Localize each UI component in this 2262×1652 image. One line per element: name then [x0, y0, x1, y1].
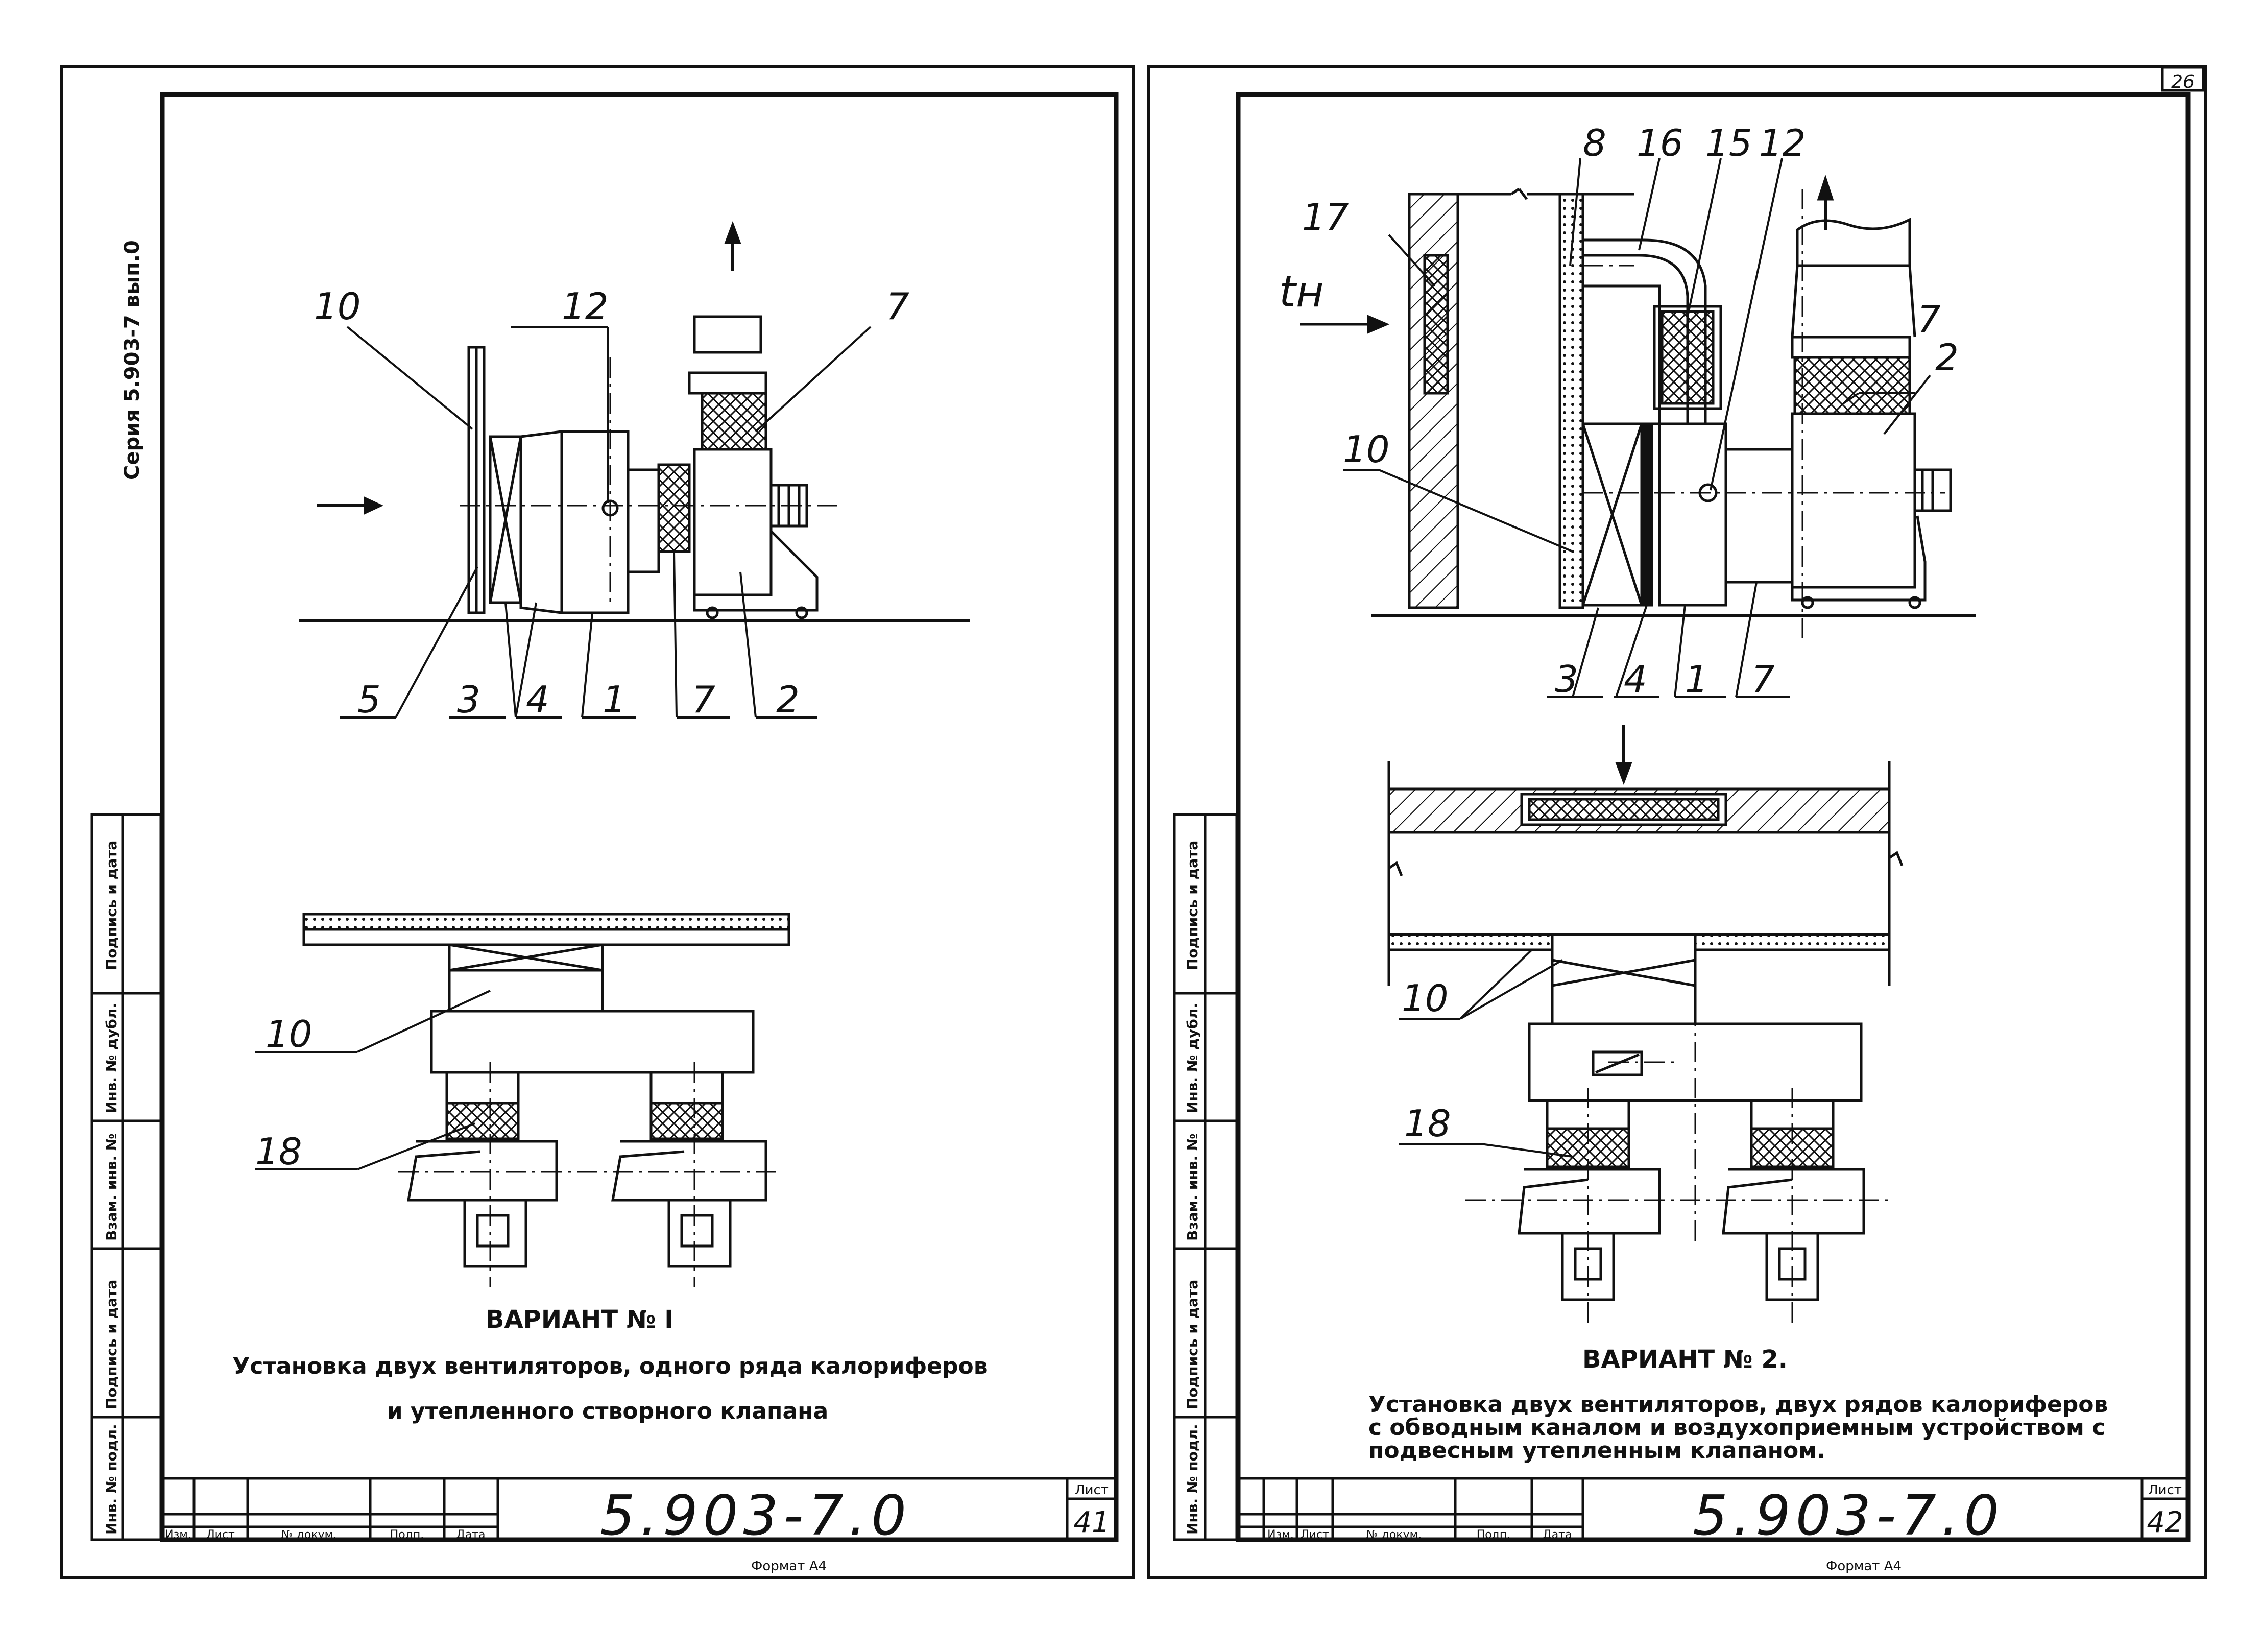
right-stamp-label-2: Инв. № дубл.	[1184, 1003, 1201, 1113]
inflow-temperature-label: tн	[1279, 267, 1324, 317]
left-description-2: и утепленного створного клапана	[387, 1398, 829, 1424]
left-header-list: Лист	[206, 1528, 235, 1541]
left-label-10: 10	[314, 285, 361, 328]
left-header-date: Дата	[456, 1528, 486, 1541]
left-sheet-number: 41	[1073, 1506, 1110, 1539]
right-header-doc: № докум.	[1366, 1528, 1422, 1541]
right-header-date: Дата	[1543, 1528, 1572, 1541]
right-sheet-number: 42	[2147, 1506, 2183, 1539]
left-label-5: 5	[357, 678, 381, 721]
left-label-7-top: 7	[886, 285, 909, 328]
right-label-16: 16	[1637, 122, 1683, 164]
right-side-stamp	[1173, 813, 1238, 1541]
left-drawing-code: 5.903-7.0	[600, 1484, 911, 1548]
right-header-izm: Изм.	[1267, 1528, 1294, 1541]
right-sheet-label: Лист	[2148, 1482, 2182, 1498]
left-label-3: 3	[457, 678, 480, 721]
left-stamp-label-1: Подпись и дата	[103, 841, 120, 970]
right-elevation-drawing	[1300, 158, 1976, 698]
right-label-10: 10	[1343, 428, 1390, 471]
right-variant-title: ВАРИАНТ № 2.	[1582, 1345, 1788, 1374]
left-label-4: 4	[526, 678, 549, 721]
right-label-15: 15	[1705, 122, 1752, 164]
left-description-1: Установка двух вентиляторов, одного ряда…	[232, 1353, 988, 1379]
right-label-1: 1	[1685, 658, 1708, 701]
left-plan-label-10: 10	[266, 1013, 312, 1056]
right-label-12: 12	[1759, 122, 1806, 164]
right-label-2: 2	[1935, 336, 1959, 379]
left-variant-title: ВАРИАНТ № I	[486, 1305, 673, 1334]
right-label-7-top: 7	[1917, 298, 1941, 341]
left-label-7: 7	[692, 678, 715, 721]
right-header-list: Лист	[1301, 1528, 1329, 1541]
left-format-label: Формат А4	[751, 1559, 827, 1574]
right-label-8: 8	[1583, 122, 1606, 164]
left-stamp-label-5: Инв. № подл.	[103, 1424, 120, 1535]
left-stamp-label-3: Взам. инв. №	[103, 1133, 120, 1241]
right-format-label: Формат А4	[1826, 1559, 1902, 1574]
left-stamp-label-2: Инв. № дубл.	[103, 1003, 120, 1113]
right-description-3: подвесным утепленным клапаном.	[1368, 1438, 1825, 1464]
left-plan-drawing	[255, 913, 790, 1287]
series-label: Серия 5.903-7 вып.0	[121, 240, 144, 480]
right-plan-drawing	[1387, 725, 1904, 1323]
right-stamp-label-3: Взам. инв. №	[1184, 1133, 1201, 1241]
left-header-doc: № докум.	[281, 1528, 336, 1541]
right-stamp-label-5: Инв. № подл.	[1184, 1424, 1201, 1535]
left-label-12: 12	[562, 285, 609, 328]
right-description-2: с обводным каналом и воздухоприемным уст…	[1368, 1415, 2105, 1441]
right-stamp-label-4: Подпись и дата	[1184, 1280, 1201, 1409]
left-label-1: 1	[603, 678, 626, 721]
right-plan-label-18: 18	[1404, 1102, 1451, 1145]
right-stamp-label-1: Подпись и дата	[1184, 841, 1201, 970]
right-plan-label-10: 10	[1402, 977, 1449, 1020]
right-title-block	[1237, 1477, 2189, 1541]
left-side-stamp	[90, 813, 162, 1541]
left-header-sign: Подп.	[390, 1528, 424, 1541]
right-description-1: Установка двух вентиляторов, двух рядов …	[1368, 1392, 2108, 1418]
right-label-17: 17	[1302, 196, 1349, 238]
right-header-sign: Подп.	[1477, 1528, 1511, 1541]
right-label-7: 7	[1751, 658, 1775, 701]
left-header-izm: Изм.	[165, 1528, 191, 1541]
left-stamp-label-4: Подпись и дата	[103, 1280, 120, 1409]
left-elevation-drawing	[299, 221, 970, 719]
right-drawing-code: 5.903-7.0	[1693, 1484, 2004, 1548]
right-label-3: 3	[1555, 658, 1578, 701]
left-plan-label-18: 18	[255, 1130, 302, 1173]
left-sheet-label: Лист	[1075, 1482, 1109, 1498]
left-label-2: 2	[776, 678, 800, 721]
right-label-4: 4	[1624, 658, 1647, 701]
left-title-block	[161, 1477, 1118, 1541]
top-sheet-number: 26	[2171, 71, 2195, 92]
